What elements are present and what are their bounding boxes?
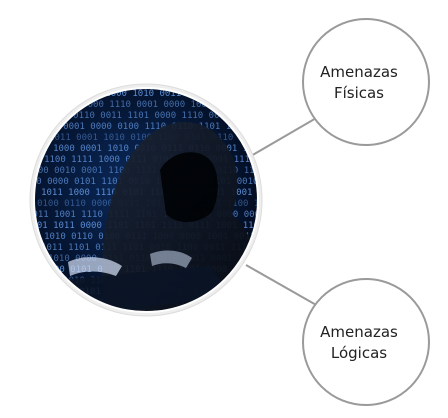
node-label-fisicas: Amenazas Físicas (304, 62, 414, 104)
binary-row: 0010 1100 0000 1110 0001 0000 1001 1111 … (28, 100, 321, 110)
node-label-line: Amenazas (320, 63, 398, 81)
bubble-fisicas (302, 18, 430, 146)
node-label-line: Amenazas (320, 323, 398, 341)
binary-row: 1001 0110 0110 0011 1101 0000 1110 0000 … (19, 111, 312, 121)
bubble-logicas (302, 278, 430, 406)
node-label-logicas: Amenazas Lógicas (304, 322, 414, 364)
binary-row: 0100 0101 1001 1000 1010 0011 0010 0110 … (24, 89, 317, 99)
connector-logicas (245, 264, 319, 307)
connector-fisicas (243, 116, 319, 161)
node-label-line: Físicas (333, 84, 385, 102)
hacker-photo: 0100 0101 1001 1000 1010 0011 0010 0110 … (9, 83, 321, 317)
binary-row: 0101 0111 0001 0000 0100 1110 0110 1101 … (9, 122, 302, 132)
node-label-line: Lógicas (330, 344, 388, 362)
